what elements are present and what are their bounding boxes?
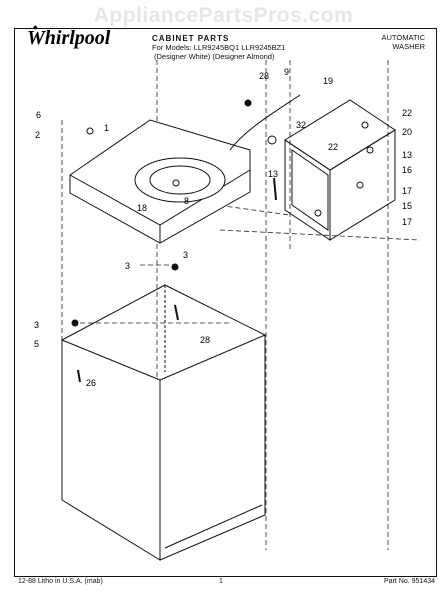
callout-1: 1 [104,123,109,133]
callout-2: 2 [35,130,40,140]
model-variants: (Designer White) (Designer Almond) [154,52,275,61]
callout-13b: 13 [402,150,412,160]
callout-26: 26 [86,378,96,388]
callout-22a: 22 [402,108,412,118]
callout-16: 16 [402,165,412,175]
callout-labels: 1 2 3 3 3 5 6 8 9 13 13 15 16 17 17 18 1… [34,67,412,388]
callout-3c: 3 [183,250,188,260]
model-numbers: For Models: LLR9245BQ1 LLR9245BZ1 [152,43,286,52]
callout-18: 18 [137,203,147,213]
footer-part-number: Part No. 951434 [384,578,435,585]
callout-6: 6 [36,110,41,120]
product-type-line2: WASHER [392,42,425,51]
callout-19: 19 [323,76,333,86]
callout-3a: 3 [125,261,130,271]
watermark: AppliancePartsPros.com [93,4,354,27]
footer-litho: 12-88 Litho in U.S.A. (mab) [18,578,103,585]
product-type-line1: AUTOMATIC [381,33,425,42]
brand-logo: Whirlpool [27,27,111,49]
parts-small [71,94,374,383]
callout-15: 15 [402,201,412,211]
callout-13a: 13 [268,169,278,179]
callout-17b: 17 [402,217,412,227]
callout-28b: 28 [200,335,210,345]
callout-9: 9 [284,67,289,77]
callout-3b: 3 [34,320,39,330]
callout-8: 8 [184,196,189,206]
callout-20: 20 [402,127,412,137]
callout-32: 32 [296,120,306,130]
footer-page-number: 1 [219,578,223,585]
footer-rule [14,576,437,577]
brand-mark: ◆ [33,25,39,31]
diagram-title: CABINET PARTS [152,34,230,43]
callout-17a: 17 [402,186,412,196]
callout-22b: 22 [328,142,338,152]
cabinet-top [69,119,251,244]
product-type: AUTOMATIC WASHER [382,33,425,51]
cabinet-body [61,284,266,561]
callout-28a: 28 [259,71,269,81]
callout-5: 5 [34,339,39,349]
console-frame [284,99,396,241]
